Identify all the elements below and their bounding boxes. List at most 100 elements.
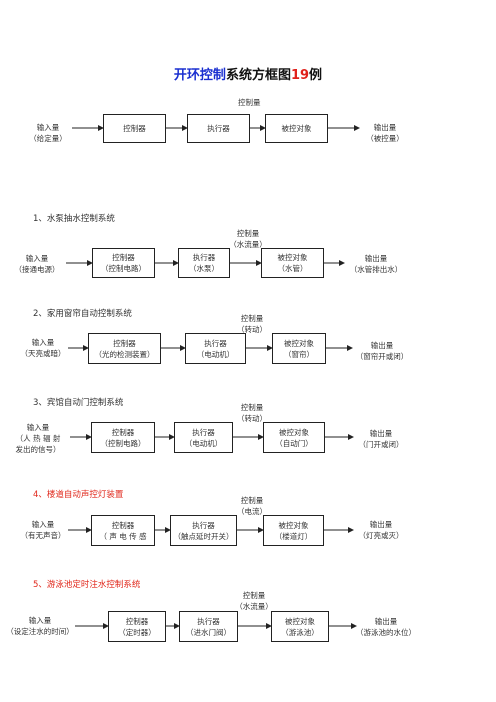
section-5-actuator-label: 执行器 (197, 616, 220, 626)
section-4-heading: 4、楼道自动声控灯装置 (33, 490, 124, 500)
section-3-control: 控制量 （转动） (232, 402, 272, 424)
section-1-output-label: 输出量 (364, 254, 388, 263)
section-1-input: 输入量 （接通电源） (8, 253, 66, 275)
section-3-controller-box: 控制器 （控制电路） (91, 422, 155, 453)
title-part-4: 例 (309, 68, 323, 83)
section-3-output-label: 输出量 (369, 429, 393, 438)
general-control-label: 控制量 (238, 98, 261, 107)
section-2-plant-label: 被控对象 (284, 338, 314, 348)
section-5-plant-label: 被控对象 (285, 616, 315, 626)
section-3-input: 输入量 （人 热 辐 射 发出的信号） (6, 422, 70, 455)
section-1-controller-box: 控制器 （控制电路） (92, 248, 155, 278)
title-part-1: 开环控制 (173, 68, 226, 83)
section-2-controller-label: 控制器 (113, 338, 136, 348)
section-2-input: 输入量 （天亮或暗） (18, 337, 68, 359)
general-input: 输入量 （给定量） (24, 122, 72, 144)
section-2-output-label: 输出量 (370, 341, 394, 350)
section-3-plant-label: 被控对象 (279, 427, 309, 437)
section-2-actuator-sub: （电动机） (196, 349, 235, 359)
section-4-actuator-label: 执行器 (192, 520, 215, 530)
section-3-input-sub: （人 热 辐 射 (15, 434, 61, 443)
section-5-actuator-box: 执行器 （进水门阀） (179, 611, 238, 642)
section-3-controller-sub: （控制电路） (100, 438, 146, 448)
section-2-plant-box: 被控对象 （窗帘） (272, 333, 326, 364)
section-1-heading: 1、水泵抽水控制系统 (33, 214, 115, 224)
section-5-actuator-sub: （进水门阀） (186, 627, 231, 637)
section-2-control: 控制量 （转动） (232, 313, 272, 335)
section-2-control-sub: （转动） (237, 325, 267, 334)
section-5-input-sub: （设定注水的时间） (6, 627, 74, 636)
section-3-actuator-box: 执行器 （电动机） (174, 422, 233, 453)
section-2-actuator-box: 执行器 （电动机） (185, 333, 246, 364)
section-2-actuator-label: 执行器 (204, 338, 227, 348)
section-4-controller-label: 控制器 (111, 520, 135, 530)
general-output: 输出量 （被控量） (359, 122, 411, 144)
general-actuator-label: 执行器 (207, 124, 230, 133)
section-1-actuator-label: 执行器 (192, 253, 216, 262)
section-4-input: 输入量 （有无声音） (18, 519, 68, 541)
section-5-controller-label: 控制器 (125, 616, 149, 626)
section-3-input-sub2: 发出的信号） (15, 445, 61, 454)
section-3-control-label: 控制量 (240, 403, 264, 412)
section-3-actuator-label: 执行器 (192, 427, 215, 437)
general-output-sub: （被控量） (366, 134, 404, 143)
title-part-2: 系统方框图 (225, 68, 291, 83)
section-4-control: 控制量 （电流） (232, 495, 272, 517)
section-5-output-label: 输出量 (374, 617, 398, 626)
section-5-control-sub: （水流量） (235, 602, 273, 611)
general-actuator-box: 执行器 (187, 114, 250, 143)
section-5-controller-box: 控制器 （定时器） (108, 611, 166, 642)
section-4-controller-sub: （ 声 电 传 感 (99, 531, 147, 541)
general-controller-label: 控制器 (123, 124, 146, 133)
general-plant-label: 被控对象 (281, 124, 312, 133)
section-3-output-sub: （门开或闭） (358, 440, 404, 449)
section-5-output: 输出量 （游泳池的水位） (352, 616, 420, 638)
section-4-controller-box: 控制器 （ 声 电 传 感 (91, 515, 155, 546)
section-1-control: 控制量 （水流量） (228, 228, 268, 250)
section-4-input-sub: （有无声音） (20, 531, 66, 540)
section-2-control-label: 控制量 (240, 314, 264, 323)
section-4-output-label: 输出量 (369, 520, 393, 529)
section-1-actuator-box: 执行器 （水泵） (178, 248, 230, 278)
section-1-output-sub: （水管排出水） (349, 265, 403, 274)
general-input-label: 输入量 (36, 123, 60, 132)
general-controller-box: 控制器 (103, 114, 166, 143)
section-4-control-label: 控制量 (240, 496, 264, 505)
section-1-controller-label: 控制器 (112, 253, 135, 262)
section-1-output: 输出量 （水管排出水） (344, 253, 408, 275)
section-5-control: 控制量 （水流量） (234, 590, 274, 612)
section-2-controller-sub: （光的检测装置） (94, 349, 155, 359)
section-1-input-label: 输入量 (25, 254, 49, 263)
section-1-actuator-sub: （水泵） (189, 264, 219, 273)
section-1-input-sub: （接通电源） (14, 265, 60, 274)
section-4-output-sub: （灯亮或灭） (358, 531, 404, 540)
section-3-plant-sub: （自动门） (275, 438, 313, 448)
section-3-control-sub: （转动） (237, 414, 267, 423)
section-2-input-label: 输入量 (31, 338, 55, 347)
section-4-plant-sub: （楼道灯） (274, 531, 313, 541)
diagram-title: 开环控制系统方框图19例 (0, 64, 496, 83)
section-2-controller-box: 控制器 （光的检测装置） (88, 333, 161, 364)
section-2-plant-sub: （窗帘） (284, 349, 314, 359)
general-plant-box: 被控对象 (265, 114, 328, 143)
section-2-output: 输出量 （窗帘开或闭） (352, 340, 412, 362)
section-5-controller-sub: （定时器） (118, 627, 156, 637)
section-1-control-sub: （水流量） (229, 240, 267, 249)
section-4-plant-label: 被控对象 (278, 520, 309, 530)
section-3-plant-box: 被控对象 （自动门） (263, 422, 325, 453)
section-1-control-label: 控制量 (236, 229, 260, 238)
section-5-plant-sub: （游泳池） (281, 627, 319, 637)
section-1-plant-label: 被控对象 (277, 253, 308, 262)
section-3-controller-label: 控制器 (111, 427, 135, 437)
section-5-input: 输入量 （设定注水的时间） (4, 615, 76, 637)
section-4-actuator-box: 执行器 （触点延时开关） (170, 515, 237, 546)
section-4-actuator-sub: （触点延时开关） (173, 531, 234, 541)
section-1-plant-box: 被控对象 （水管） (261, 248, 324, 278)
section-2-output-sub: （窗帘开或闭） (355, 352, 409, 361)
general-output-label: 输出量 (373, 123, 397, 132)
section-5-heading: 5、游泳池定时注水控制系统 (33, 580, 141, 590)
section-2-input-sub: （天亮或暗） (20, 349, 66, 358)
section-1-plant-sub: （水管） (277, 264, 308, 273)
section-2-heading: 2、家用窗帘自动控制系统 (33, 309, 132, 319)
